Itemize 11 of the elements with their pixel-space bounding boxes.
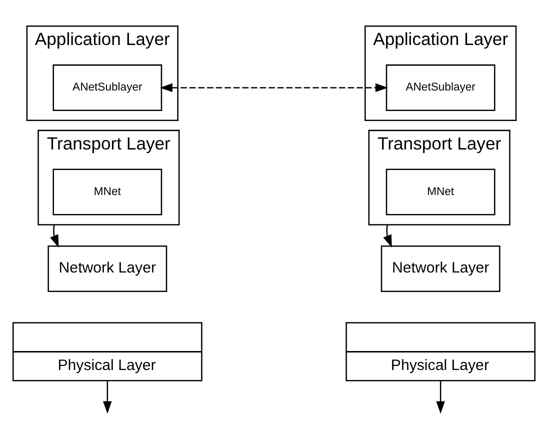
arrow [50, 224, 59, 248]
node-box: MNet [52, 168, 162, 215]
arrow [436, 380, 445, 414]
node-box: Network Layer [48, 244, 168, 292]
node-box: Network Layer [380, 244, 500, 292]
arrow [103, 380, 112, 414]
node-box: ANetSublayer [52, 64, 162, 110]
arrow [383, 224, 392, 248]
node-box: ANetSublayer [386, 64, 496, 110]
arrow [160, 82, 388, 92]
node-box: MNet [386, 168, 496, 215]
